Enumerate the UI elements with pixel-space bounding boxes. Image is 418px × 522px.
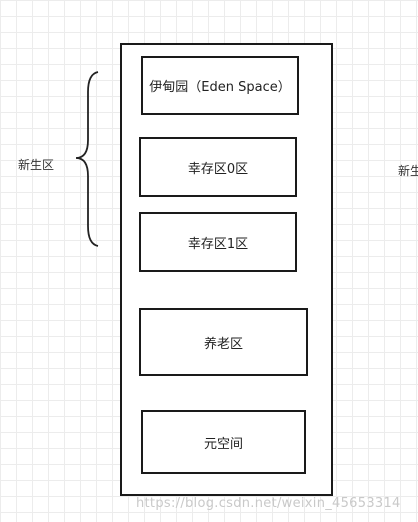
eden-space-block: 伊甸园（Eden Space） (141, 56, 299, 115)
curly-brace (75, 71, 99, 247)
metaspace-block: 元空间 (141, 410, 306, 474)
survivor-1-block: 幸存区1区 (139, 212, 297, 272)
old-gen-block: 养老区 (139, 308, 308, 376)
young-gen-label-cut: 新生 (398, 164, 418, 178)
watermark: https://blog.csdn.net/weixin_45653314 (136, 496, 401, 511)
survivor-0-block: 幸存区0区 (139, 137, 297, 197)
young-gen-label: 新生区 (18, 158, 55, 172)
